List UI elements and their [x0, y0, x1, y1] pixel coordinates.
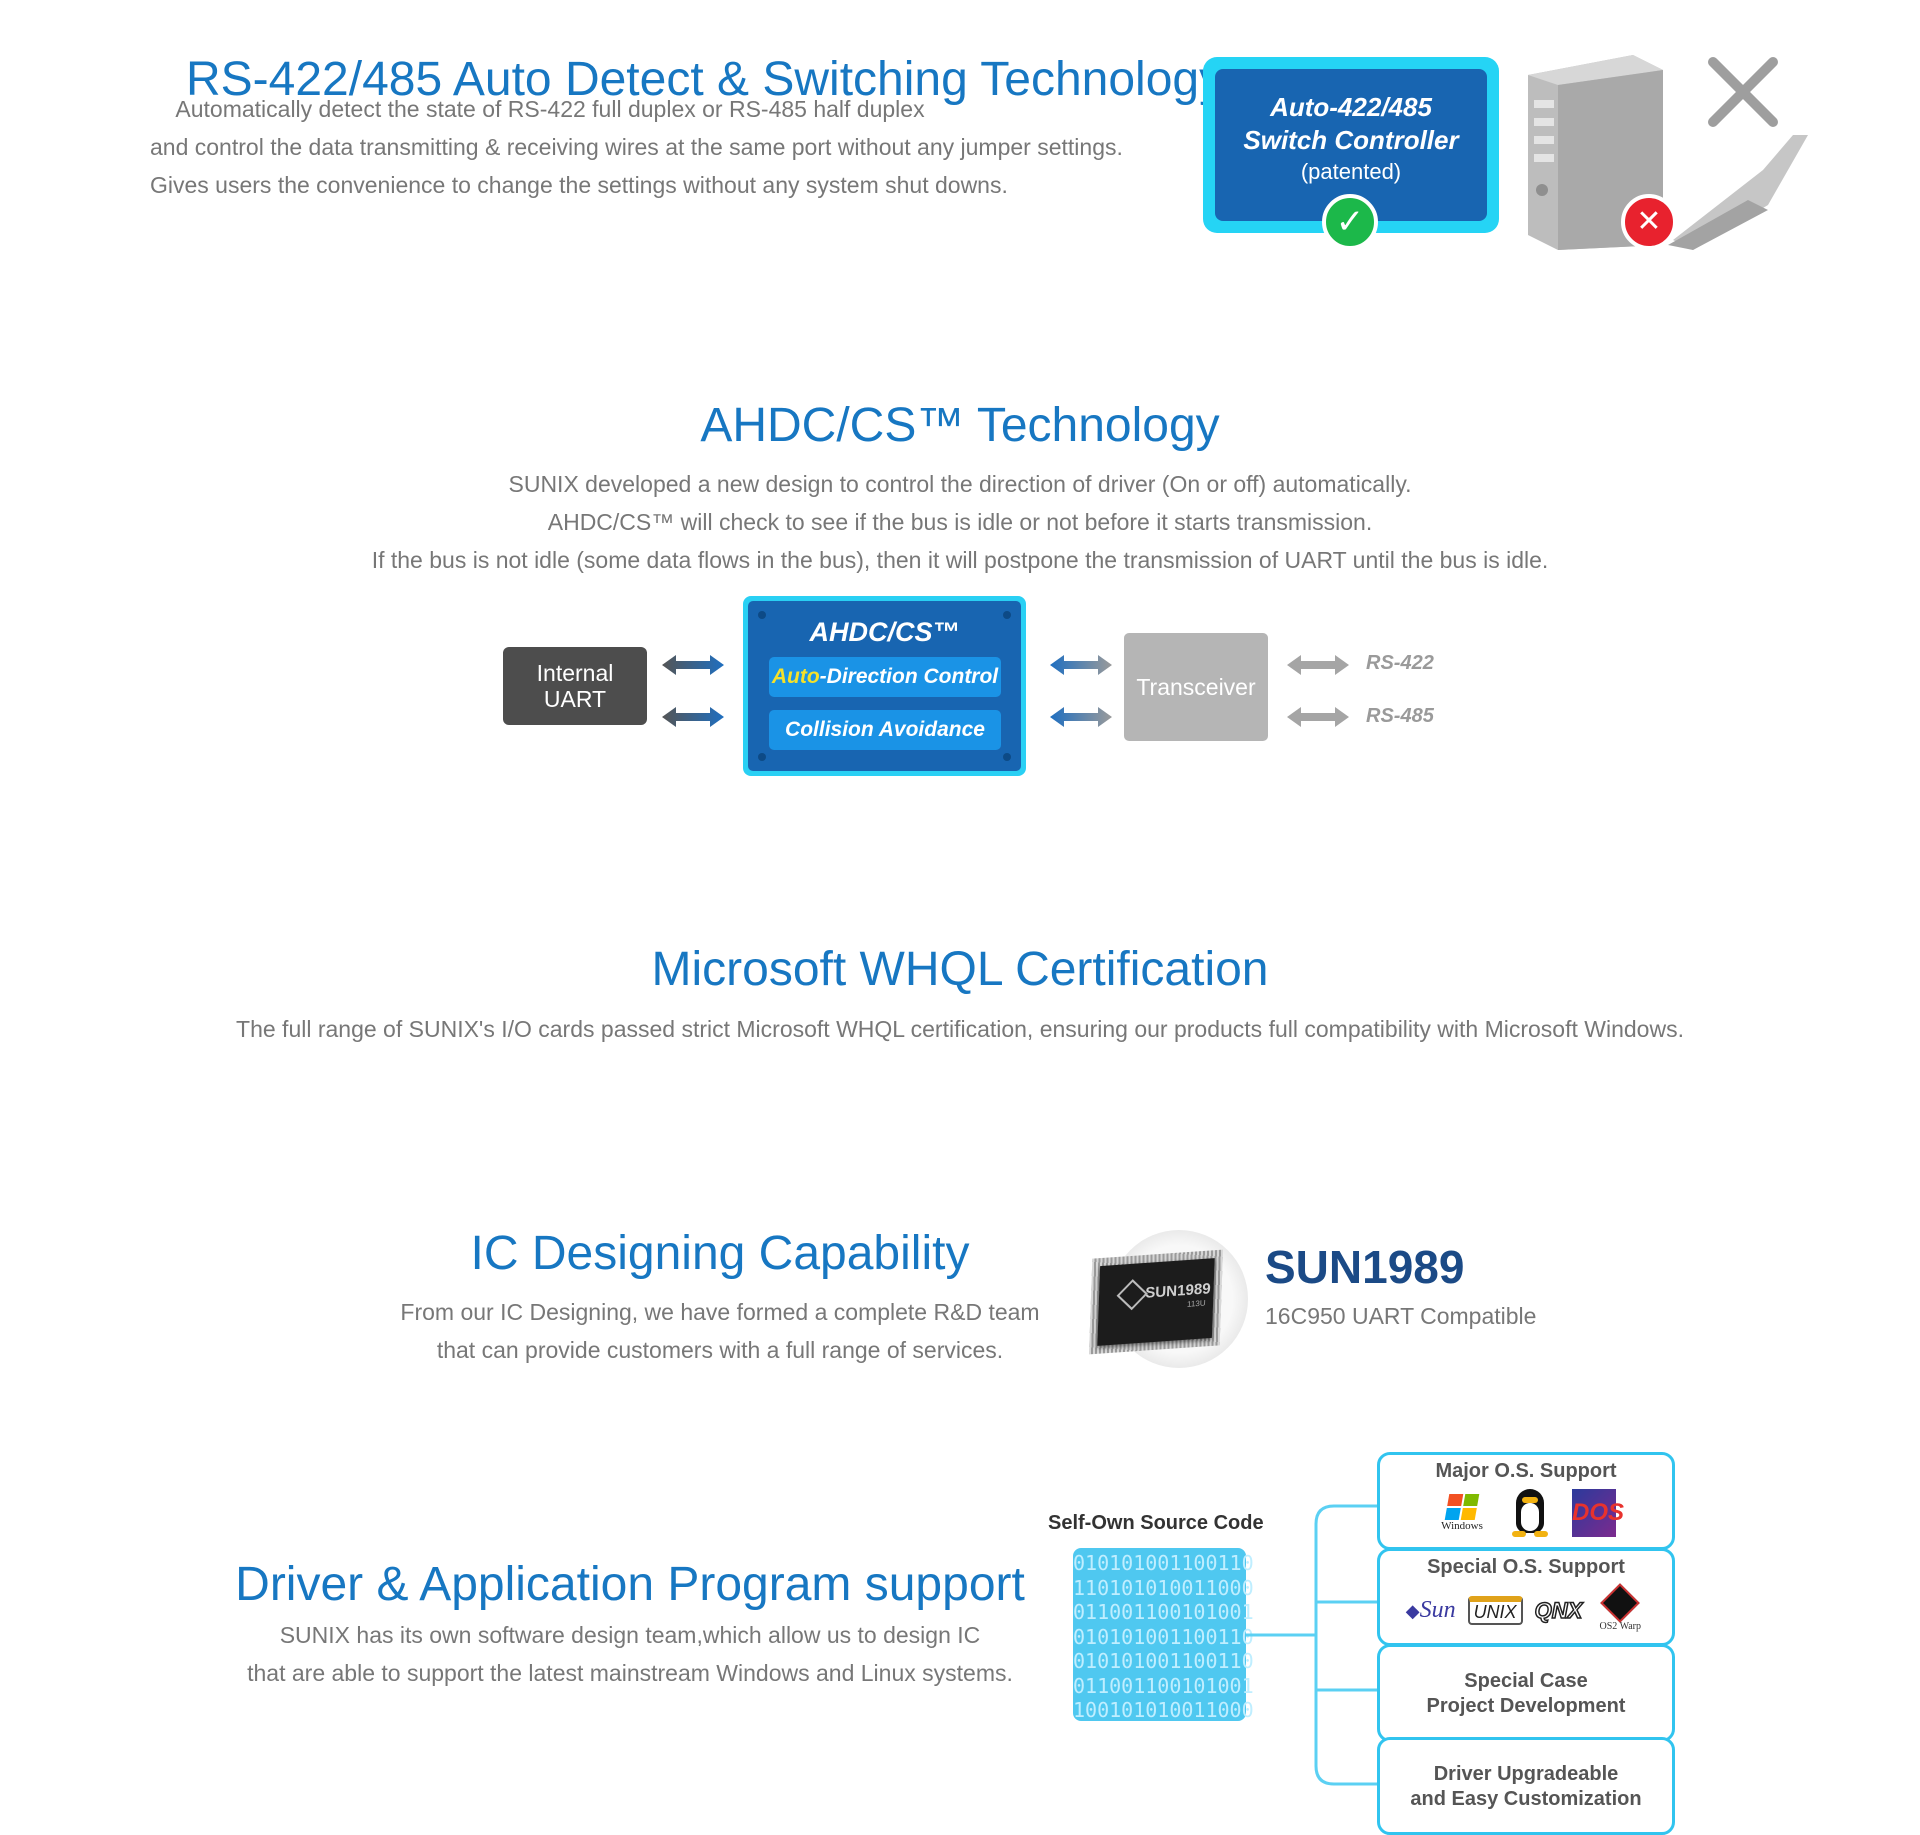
os2-warp-logo-icon: OS2 Warp [1594, 1583, 1646, 1632]
auto-direction-control-label: Auto-Direction Control [769, 657, 1001, 697]
code-row: 010101001100110 [1073, 1624, 1254, 1649]
screw-dot [758, 611, 766, 619]
product-name: SUN1989 [1265, 1241, 1465, 1293]
code-row: 110101010011000 [1073, 1575, 1254, 1600]
code-row: 010101001100110 [1073, 1551, 1254, 1575]
tools-icon [1708, 57, 1778, 127]
feature-special-case: Special Case Project Development [1377, 1644, 1675, 1742]
ic-line-2: that can provide customers with a full r… [436, 1337, 1004, 1363]
internal-uart-box: Internal UART [503, 647, 647, 725]
whql-description: The full range of SUNIX's I/O cards pass… [236, 1016, 1684, 1042]
ic-description: From our IC Designing, we have formed a … [370, 1293, 1070, 1369]
arrow-icons [662, 655, 1349, 727]
ahdc-line-2: AHDC/CS™ will check to see if the bus is… [547, 509, 1373, 535]
switch-controller-panel: Auto-422/485 Switch Controller (patented… [1215, 69, 1487, 221]
code-row: 100101010011000 [1073, 1698, 1254, 1722]
special-case-line-1: Special Case [1464, 1670, 1588, 1692]
rs422-title: RS-422/485 Auto Detect & Switching Techn… [186, 53, 1224, 106]
rs422-line-1: Automatically detect the state of RS-422… [175, 96, 925, 122]
transceiver-box: Transceiver [1124, 633, 1268, 741]
windows-label: Windows [1441, 1520, 1483, 1532]
ic-title: IC Designing Capability [470, 1227, 970, 1280]
rs422-description: Automatically detect the state of RS-422… [150, 90, 1123, 204]
source-code-graphic: 010101001100110 110101010011000 01100110… [1073, 1548, 1254, 1722]
ahdc-description: SUNIX developed a new design to control … [260, 465, 1660, 579]
double-arrow-icon [662, 655, 724, 727]
sunix-logo-icon [1116, 1279, 1148, 1311]
rs422-line-3: Gives users the convenience to change th… [150, 172, 1008, 198]
screw-dot [758, 753, 766, 761]
driver-title: Driver & Application Program support [235, 1558, 1025, 1611]
rs422-label: RS-422 [1366, 652, 1434, 674]
screw-dot [1003, 611, 1011, 619]
qnx-logo-icon: QNX [1534, 1597, 1583, 1624]
auto-word: Auto [771, 665, 820, 688]
ahdc-chip-box: AHDC/CS™ Auto-Direction Control Collisio… [743, 596, 1026, 776]
sco-unix-logo-icon: UNIX [1467, 1596, 1523, 1625]
laptop-icon [1668, 135, 1808, 250]
special-case-line-2: Project Development [1426, 1695, 1626, 1717]
cross-icon: ✕ [1621, 194, 1677, 250]
chip-icon: SUN1989 113U [1085, 1230, 1248, 1370]
major-os-title: Major O.S. Support [1435, 1460, 1617, 1482]
driver-upgradeable-line-2: and Easy Customization [1410, 1788, 1642, 1810]
internal-uart-line-1: Internal [536, 660, 614, 686]
sun-logo-icon: ◆Sun [1405, 1597, 1456, 1623]
os2-label: OS2 Warp [1599, 1621, 1642, 1632]
rs485-label: RS-485 [1366, 705, 1434, 727]
chip-sub-marking: 113U [1186, 1298, 1206, 1309]
whql-title: Microsoft WHQL Certification [651, 943, 1269, 996]
ahdc-chip-panel: AHDC/CS™ Auto-Direction Control Collisio… [748, 601, 1021, 771]
code-row: 011001100101001 [1073, 1600, 1254, 1624]
windows-logo-icon: Windows [1436, 1494, 1488, 1532]
ahdc-title: AHDC/CS™ Technology [700, 399, 1220, 452]
internal-uart-line-2: UART [543, 686, 607, 712]
special-os-title: Special O.S. Support [1427, 1556, 1625, 1578]
switch-controller-patented: (patented) [1300, 159, 1402, 184]
source-code-title: Self-Own Source Code [1048, 1512, 1264, 1534]
linux-tux-icon [1506, 1487, 1554, 1539]
feature-major-os: Major O.S. Support Windows DOS [1377, 1452, 1675, 1550]
switch-controller-line-2: Switch Controller [1243, 125, 1459, 155]
sun-label: Sun [1419, 1597, 1456, 1623]
feature-special-os: Special O.S. Support ◆Sun UNIX QNX OS2 W… [1377, 1548, 1675, 1646]
ic-line-1: From our IC Designing, we have formed a … [400, 1299, 1040, 1325]
double-arrow-icon [1050, 655, 1112, 727]
code-row: 011001100101001 [1073, 1673, 1254, 1698]
driver-upgradeable-line-1: Driver Upgradeable [1433, 1763, 1619, 1785]
dos-logo-icon: DOS [1572, 1489, 1624, 1537]
driver-description: SUNIX has its own software design team,w… [230, 1616, 1030, 1692]
double-arrow-icon [1287, 655, 1349, 727]
ahdc-line-1: SUNIX developed a new design to control … [508, 471, 1412, 497]
switch-controller-box: Auto-422/485 Switch Controller (patented… [1203, 57, 1499, 233]
switch-controller-line-1: Auto-422/485 [1270, 92, 1432, 122]
feature-driver-upgradeable: Driver Upgradeable and Easy Customizatio… [1377, 1737, 1675, 1835]
direction-control-word: -Direction Control [819, 665, 999, 688]
ahdc-line-3: If the bus is not idle (some data flows … [371, 547, 1549, 573]
connector-lines [1246, 1504, 1377, 1786]
driver-line-1: SUNIX has its own software design team,w… [279, 1622, 981, 1648]
driver-line-2: that are able to support the latest main… [247, 1660, 1013, 1686]
code-row: 010101001100110 [1073, 1649, 1254, 1673]
product-description: 16C950 UART Compatible [1265, 1303, 1537, 1329]
collision-avoidance-label: Collision Avoidance [769, 710, 1001, 750]
check-icon: ✓ [1322, 194, 1378, 250]
screw-dot [1003, 753, 1011, 761]
ahdc-chip-title: AHDC/CS™ [809, 617, 960, 647]
rs422-line-2: and control the data transmitting & rece… [150, 134, 1123, 160]
